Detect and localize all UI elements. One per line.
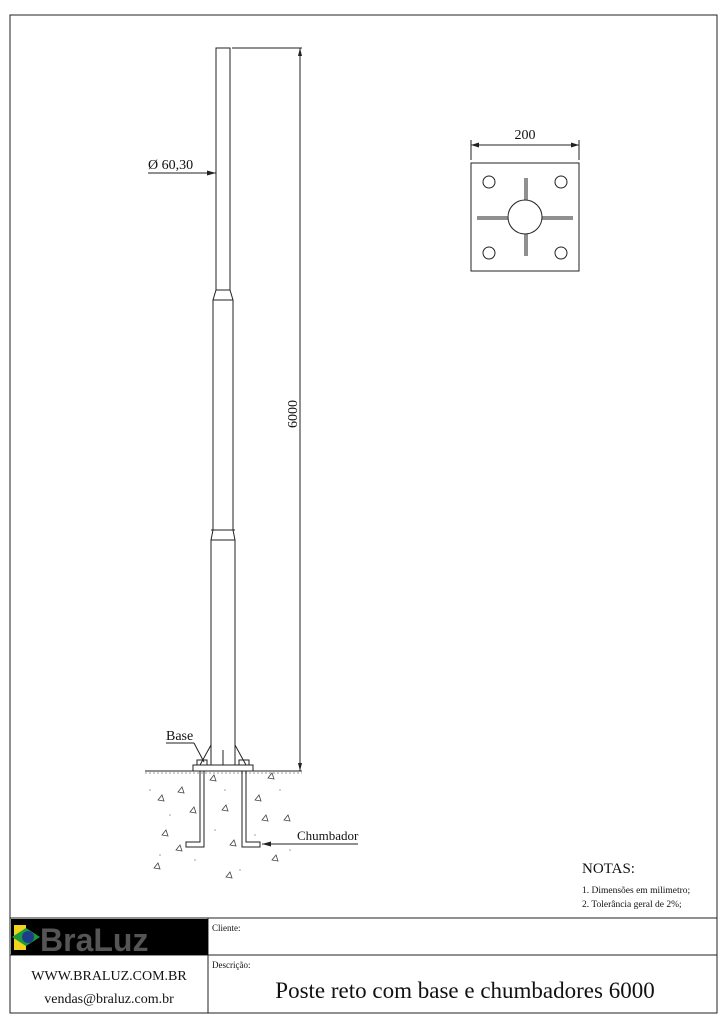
drawing-description: Poste reto com base e chumbadores 6000 bbox=[275, 978, 654, 1003]
height-label: 6000 bbox=[286, 400, 301, 428]
drawing-frame bbox=[9, 14, 718, 1014]
note-item: 1. Dimensões em milimetro; bbox=[582, 886, 690, 896]
website: WWW.BRALUZ.COM.BR bbox=[31, 969, 187, 984]
plate-width-label: 200 bbox=[515, 128, 536, 143]
height-dimension: 6000 bbox=[232, 47, 302, 771]
client-label: Cliente: bbox=[212, 923, 241, 933]
anchor-callout: Chumbador bbox=[262, 828, 359, 847]
braluz-logo: BraLuz bbox=[11, 919, 208, 958]
foundation bbox=[145, 759, 302, 879]
base-callout: Base bbox=[166, 729, 205, 763]
base-label: Base bbox=[166, 729, 193, 744]
base-plate-top-view: 200 bbox=[470, 128, 580, 272]
notes: NOTAS: 1. Dimensões em milimetro; 2. Tol… bbox=[582, 861, 690, 910]
email: vendas@braluz.com.br bbox=[44, 992, 174, 1007]
diameter-label: Ø 60,30 bbox=[148, 158, 193, 173]
notes-title: NOTAS: bbox=[582, 861, 635, 877]
anchor-label: Chumbador bbox=[297, 828, 359, 843]
title-block: BraLuz Cliente: Descrição: WWW.BRALUZ.CO… bbox=[10, 917, 717, 1013]
logo-text: BraLuz bbox=[40, 922, 148, 958]
pole bbox=[199, 47, 247, 766]
diameter-dimension: Ø 60,30 bbox=[148, 158, 216, 176]
description-label: Descrição: bbox=[212, 960, 250, 970]
note-item: 2. Tolerância geral de 2%; bbox=[582, 900, 682, 910]
